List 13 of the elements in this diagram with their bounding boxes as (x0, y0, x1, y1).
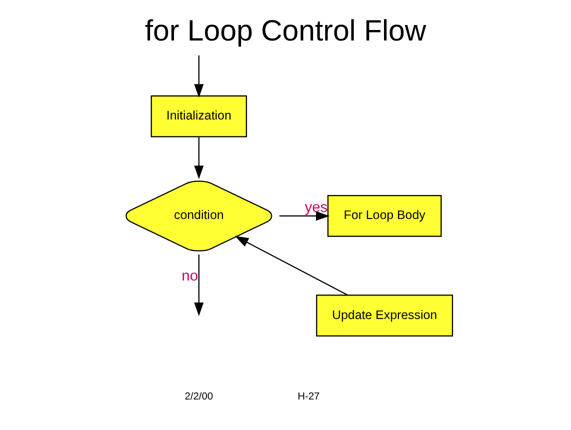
diagram-title: for Loop Control Flow (144, 14, 426, 48)
arrow (279, 211, 330, 221)
edge-label: yes (304, 200, 328, 216)
label: 2/2/00 (184, 392, 214, 403)
node-box: For Loop Body (327, 195, 442, 237)
arrow (194, 254, 204, 316)
node-box: Initialization (150, 95, 247, 138)
label: H-27 (298, 392, 320, 403)
node-box: Update Expression (316, 294, 454, 337)
arrow (234, 236, 348, 296)
arrow (194, 55, 204, 98)
edge-label: no (182, 268, 198, 285)
arrow (194, 137, 204, 180)
